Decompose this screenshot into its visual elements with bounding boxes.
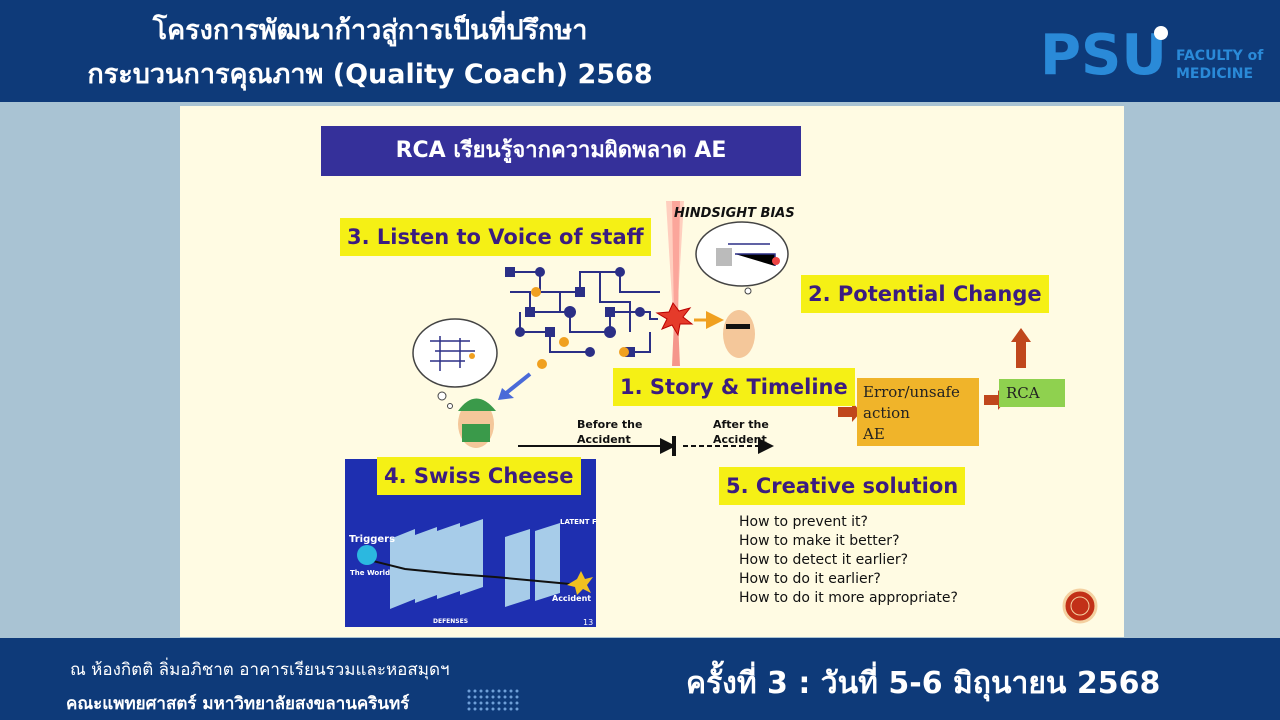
stamp-logo [1062,588,1098,624]
hindsight-label: HINDSIGHT BIAS [674,206,795,221]
hindsight-person-icon [723,310,755,358]
timeline-divider [672,436,676,456]
footer-venue: ณ ห้องกิตติ ลิ่มอภิชาต อาคารเรียนรวมและห… [70,660,450,680]
svg-text:Accident: Accident [713,433,767,446]
header-title-line2: กระบวนการคุณภาพ (Quality Coach) 2568 [87,59,653,90]
swiss-cheese-graphic: Triggers The World LATENT FAILURES Accid… [349,518,596,627]
thought-bubble-right [695,221,789,295]
accident-label: Accident [552,594,591,603]
label-swiss: 4. Swiss Cheese [377,457,581,495]
header-bar: โครงการพัฒนาก้าวสู่การเป็นที่ปรึกษา กระบ… [0,0,1280,102]
question-5: How to do it more appropriate? [739,590,958,606]
label-potential: 2. Potential Change [801,275,1049,313]
header-title-line1: โครงการพัฒนาก้าวสู่การเป็นที่ปรึกษา [152,15,588,46]
thought-bubble-left [412,318,498,409]
blue-arrow [503,372,532,396]
footer-bar [0,638,1280,720]
svg-text:Accident: Accident [577,433,631,446]
label-listen: 3. Listen to Voice of staff [340,218,651,256]
dot-grid-icon [467,689,519,711]
presentation-slide: RCA เรียนรู้จากความผิดพลาด AE HINDSIGHT … [180,106,1124,637]
error-box: Error/unsafe action AE [857,378,979,446]
hindsight-burst [666,201,684,366]
error-box-line2: action [863,404,910,422]
logo-sub1: FACULTY of [1176,48,1264,64]
network-sparks [531,287,629,369]
rca-diagram: HINDSIGHT BIAS [412,201,1098,624]
before-accident-label: Before the [577,418,642,431]
error-box-line3: AE [863,425,885,443]
slide-heading: RCA เรียนรู้จากความผิดพลาด AE [321,126,801,176]
question-1: How to prevent it? [739,514,868,530]
defenses-label: DEFENSES [433,618,468,625]
logo-dot [1154,26,1168,40]
question-2: How to make it better? [739,533,900,549]
latent-label: LATENT FAILURES [560,518,596,526]
triggers-label: Triggers [349,534,395,545]
page-number: 13 [583,618,593,627]
label-story: 1. Story & Timeline [613,368,855,406]
psu-logo: PSU FACULTY of MEDICINE [1040,23,1264,88]
cheese-slices [390,519,560,609]
label-creative: 5. Creative solution [719,467,966,505]
logo-sub2: MEDICINE [1176,66,1253,82]
arrow-up-potential [1011,328,1031,368]
rca-box: RCA [999,379,1065,407]
arrow-to-error [838,402,861,422]
footer-faculty: คณะแพทยศาสตร์ มหาวิทยาลัยสงขลานครินทร์ [66,694,410,714]
explosion-icon [655,302,694,337]
network-nodes [505,267,645,357]
error-box-line1: Error/unsafe [863,383,960,401]
trajectory-line [364,558,571,585]
world-label: The World [350,569,390,577]
footer-session: ครั้งที่ 3 : วันที่ 5-6 มิถุนายน 2568 [686,666,1161,701]
question-3: How to detect it earlier? [739,552,909,568]
world-globe-icon [357,545,377,565]
accident-burst-icon [567,571,593,595]
question-4: How to do it earlier? [739,571,881,587]
surgeon-icon [458,398,496,448]
after-accident-label: After the [713,418,769,431]
logo-text: PSU [1040,23,1167,88]
